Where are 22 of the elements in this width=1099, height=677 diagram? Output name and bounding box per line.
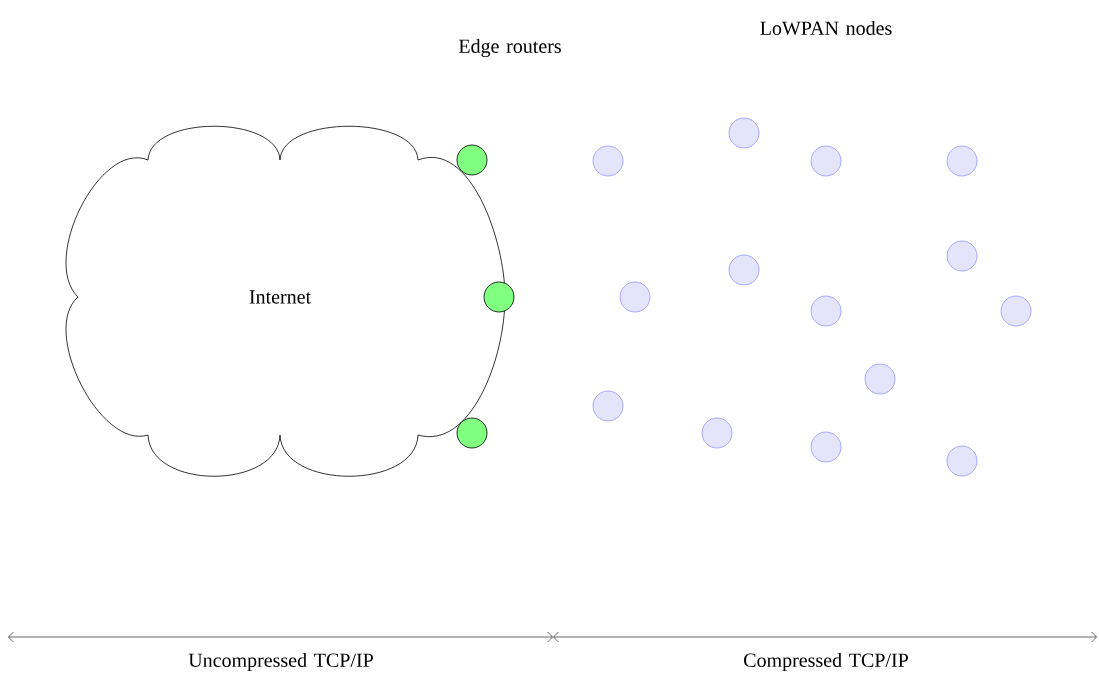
sensor-node-circle [810,145,842,177]
sensor-node-circle [619,281,651,313]
router-circle [456,144,488,176]
sensor-node-circle [592,390,624,422]
sensor-node-circle [810,295,842,327]
router-circle [456,417,488,449]
sensor-node-circle [728,117,760,149]
sensor-node-circle [946,145,978,177]
sensor-node-circle [701,417,733,449]
sensor-node-circle [728,254,760,286]
sensor-node-circle [864,363,896,395]
router-circle [483,281,515,313]
text-label: LoWPAN nodes [760,20,892,36]
sensor-node-circle [810,431,842,463]
sensor-node-circle [1000,295,1032,327]
text-label: Edge routers [458,38,561,58]
sensor-node-circle [946,445,978,477]
text-label: Compressed TCP/IP [744,652,908,672]
cloud: Internet [65,125,506,477]
text-label: Uncompressed TCP/IP [188,652,373,672]
sensor-node-circle [592,145,624,177]
sensor-node-circle [946,240,978,272]
